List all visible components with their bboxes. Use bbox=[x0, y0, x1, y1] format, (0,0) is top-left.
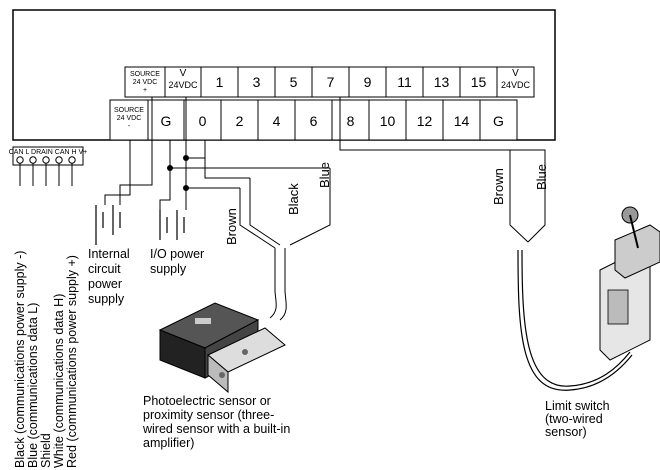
io-supply-symbol bbox=[159, 210, 185, 240]
comm-wire-label-1: Blue (communications data L) bbox=[26, 303, 40, 468]
terminal-bottom-9-line-0: 14 bbox=[454, 113, 470, 129]
terminal-bottom-0-line-1: 24 VDC bbox=[117, 115, 142, 122]
internal-supply-symbol bbox=[95, 205, 121, 245]
terminal-top-4-line-0: 5 bbox=[290, 74, 298, 90]
terminal-top-7: 11 bbox=[385, 66, 424, 98]
terminal-top-5: 7 bbox=[311, 66, 350, 98]
terminal-bottom-6-line-0: 8 bbox=[347, 113, 355, 129]
comm-wire-labels: Black (communications power supply -)Blu… bbox=[13, 251, 79, 468]
terminal-bottom-5: 6 bbox=[294, 99, 333, 141]
internal-supply-line-1: circuit bbox=[88, 262, 121, 276]
terminal-top-9-line-0: 15 bbox=[471, 74, 487, 90]
photo-sensor-line-1: proximity sensor (three- bbox=[143, 408, 274, 422]
terminal-top-9: 15 bbox=[459, 66, 498, 98]
terminal-bottom-4-line-0: 4 bbox=[273, 113, 281, 129]
terminal-top-4: 5 bbox=[274, 66, 313, 98]
terminal-top-0-line-2: + bbox=[143, 87, 147, 94]
terminal-top-2: 1 bbox=[200, 66, 239, 98]
terminal-bottom-5-line-0: 6 bbox=[310, 113, 318, 129]
terminal-top-10-line-0: V bbox=[512, 68, 519, 79]
terminal-top-10-line-1: 24VDC bbox=[501, 80, 531, 90]
terminal-bottom-2-line-0: 0 bbox=[199, 113, 207, 129]
terminal-top-3-line-0: 3 bbox=[253, 74, 261, 90]
terminal-top-5-line-0: 7 bbox=[327, 74, 335, 90]
terminal-top-0-line-0: SOURCE bbox=[130, 71, 160, 78]
io-supply-line-0: I/O power bbox=[150, 247, 204, 261]
terminal-bottom-1: G bbox=[147, 99, 185, 141]
limit-switch-icon bbox=[517, 206, 660, 391]
terminal-bottom-9: 14 bbox=[442, 99, 481, 141]
wire-label-brown-2: Brown bbox=[491, 168, 506, 205]
internal-supply-line-3: supply bbox=[88, 292, 125, 306]
terminal-bottom-10: G bbox=[479, 99, 518, 141]
wire-label-blue-2: Blue bbox=[534, 164, 549, 190]
limit-switch-line-1: (two-wired bbox=[545, 412, 603, 426]
terminal-bottom-3-line-0: 2 bbox=[236, 113, 244, 129]
connector-pin-0 bbox=[16, 156, 24, 164]
comm-wire-label-4: Red (communications power supply +) bbox=[65, 255, 79, 468]
connector-pin-2 bbox=[42, 156, 50, 164]
comm-wire-label-0: Black (communications power supply -) bbox=[13, 251, 27, 468]
wire-label-blue-1: Blue bbox=[317, 162, 332, 188]
terminal-top-6: 9 bbox=[348, 66, 387, 98]
wire-label-brown-1: Brown bbox=[224, 208, 239, 245]
connector-label: CAN L DRAIN CAN H V+ bbox=[9, 149, 88, 156]
photo-sensor-line-2: wired sensor with a built-in bbox=[142, 422, 290, 436]
terminal-bottom-8: 12 bbox=[405, 99, 444, 141]
terminal-top-1-line-0: V bbox=[180, 68, 187, 79]
limit-switch-line-0: Limit switch bbox=[545, 399, 610, 413]
comm-connector: CAN L DRAIN CAN H V+ bbox=[9, 146, 88, 186]
terminal-bottom-8-line-0: 12 bbox=[417, 113, 433, 129]
connector-pin-3 bbox=[55, 156, 63, 164]
terminal-bottom-3: 2 bbox=[220, 99, 259, 141]
terminal-bottom-6: 8 bbox=[331, 99, 370, 141]
terminal-bottom-0-line-2: - bbox=[128, 123, 131, 130]
terminal-top-3: 3 bbox=[237, 66, 276, 98]
sensor-wiring bbox=[170, 97, 546, 290]
internal-supply-line-0: Internal bbox=[88, 247, 130, 261]
internal-supply-line-2: power bbox=[88, 277, 122, 291]
photoelectric-sensor-icon bbox=[158, 289, 287, 394]
connector-pin-1 bbox=[29, 156, 37, 164]
terminal-bottom-0-line-0: SOURCE bbox=[114, 107, 144, 114]
photo-sensor-line-3: amplifier) bbox=[143, 436, 194, 450]
terminal-top-6-line-0: 9 bbox=[364, 74, 372, 90]
terminal-bottom-4: 4 bbox=[257, 99, 296, 141]
terminal-bottom-7-line-0: 10 bbox=[380, 113, 396, 129]
terminal-top-0-line-1: 24 VDC bbox=[133, 79, 158, 86]
power-wiring bbox=[104, 97, 187, 210]
terminal-bottom-10-line-0: G bbox=[493, 113, 504, 129]
terminal-top-8-line-0: 13 bbox=[434, 74, 450, 90]
terminal-top-7-line-0: 11 bbox=[397, 74, 412, 90]
photo-sensor-line-0: Photoelectric sensor or bbox=[143, 394, 271, 408]
comm-wire-label-2: Shield bbox=[39, 433, 53, 468]
comm-wire-label-3: White (communications data H) bbox=[52, 294, 66, 468]
terminal-top-8: 13 bbox=[422, 66, 461, 98]
limit-switch-line-2: sensor) bbox=[545, 425, 587, 439]
terminal-bottom-1-line-0: G bbox=[161, 113, 172, 129]
terminal-top-2-line-0: 1 bbox=[216, 74, 224, 90]
connector-pin-4 bbox=[68, 156, 76, 164]
terminal-bottom-7: 10 bbox=[368, 99, 407, 141]
junction-dots bbox=[167, 155, 189, 191]
io-supply-line-1: supply bbox=[150, 262, 187, 276]
terminal-bottom-2: 0 bbox=[183, 99, 222, 141]
wire-label-black-1: Black bbox=[286, 183, 301, 215]
terminal-top-1-line-1: 24VDC bbox=[168, 80, 198, 90]
